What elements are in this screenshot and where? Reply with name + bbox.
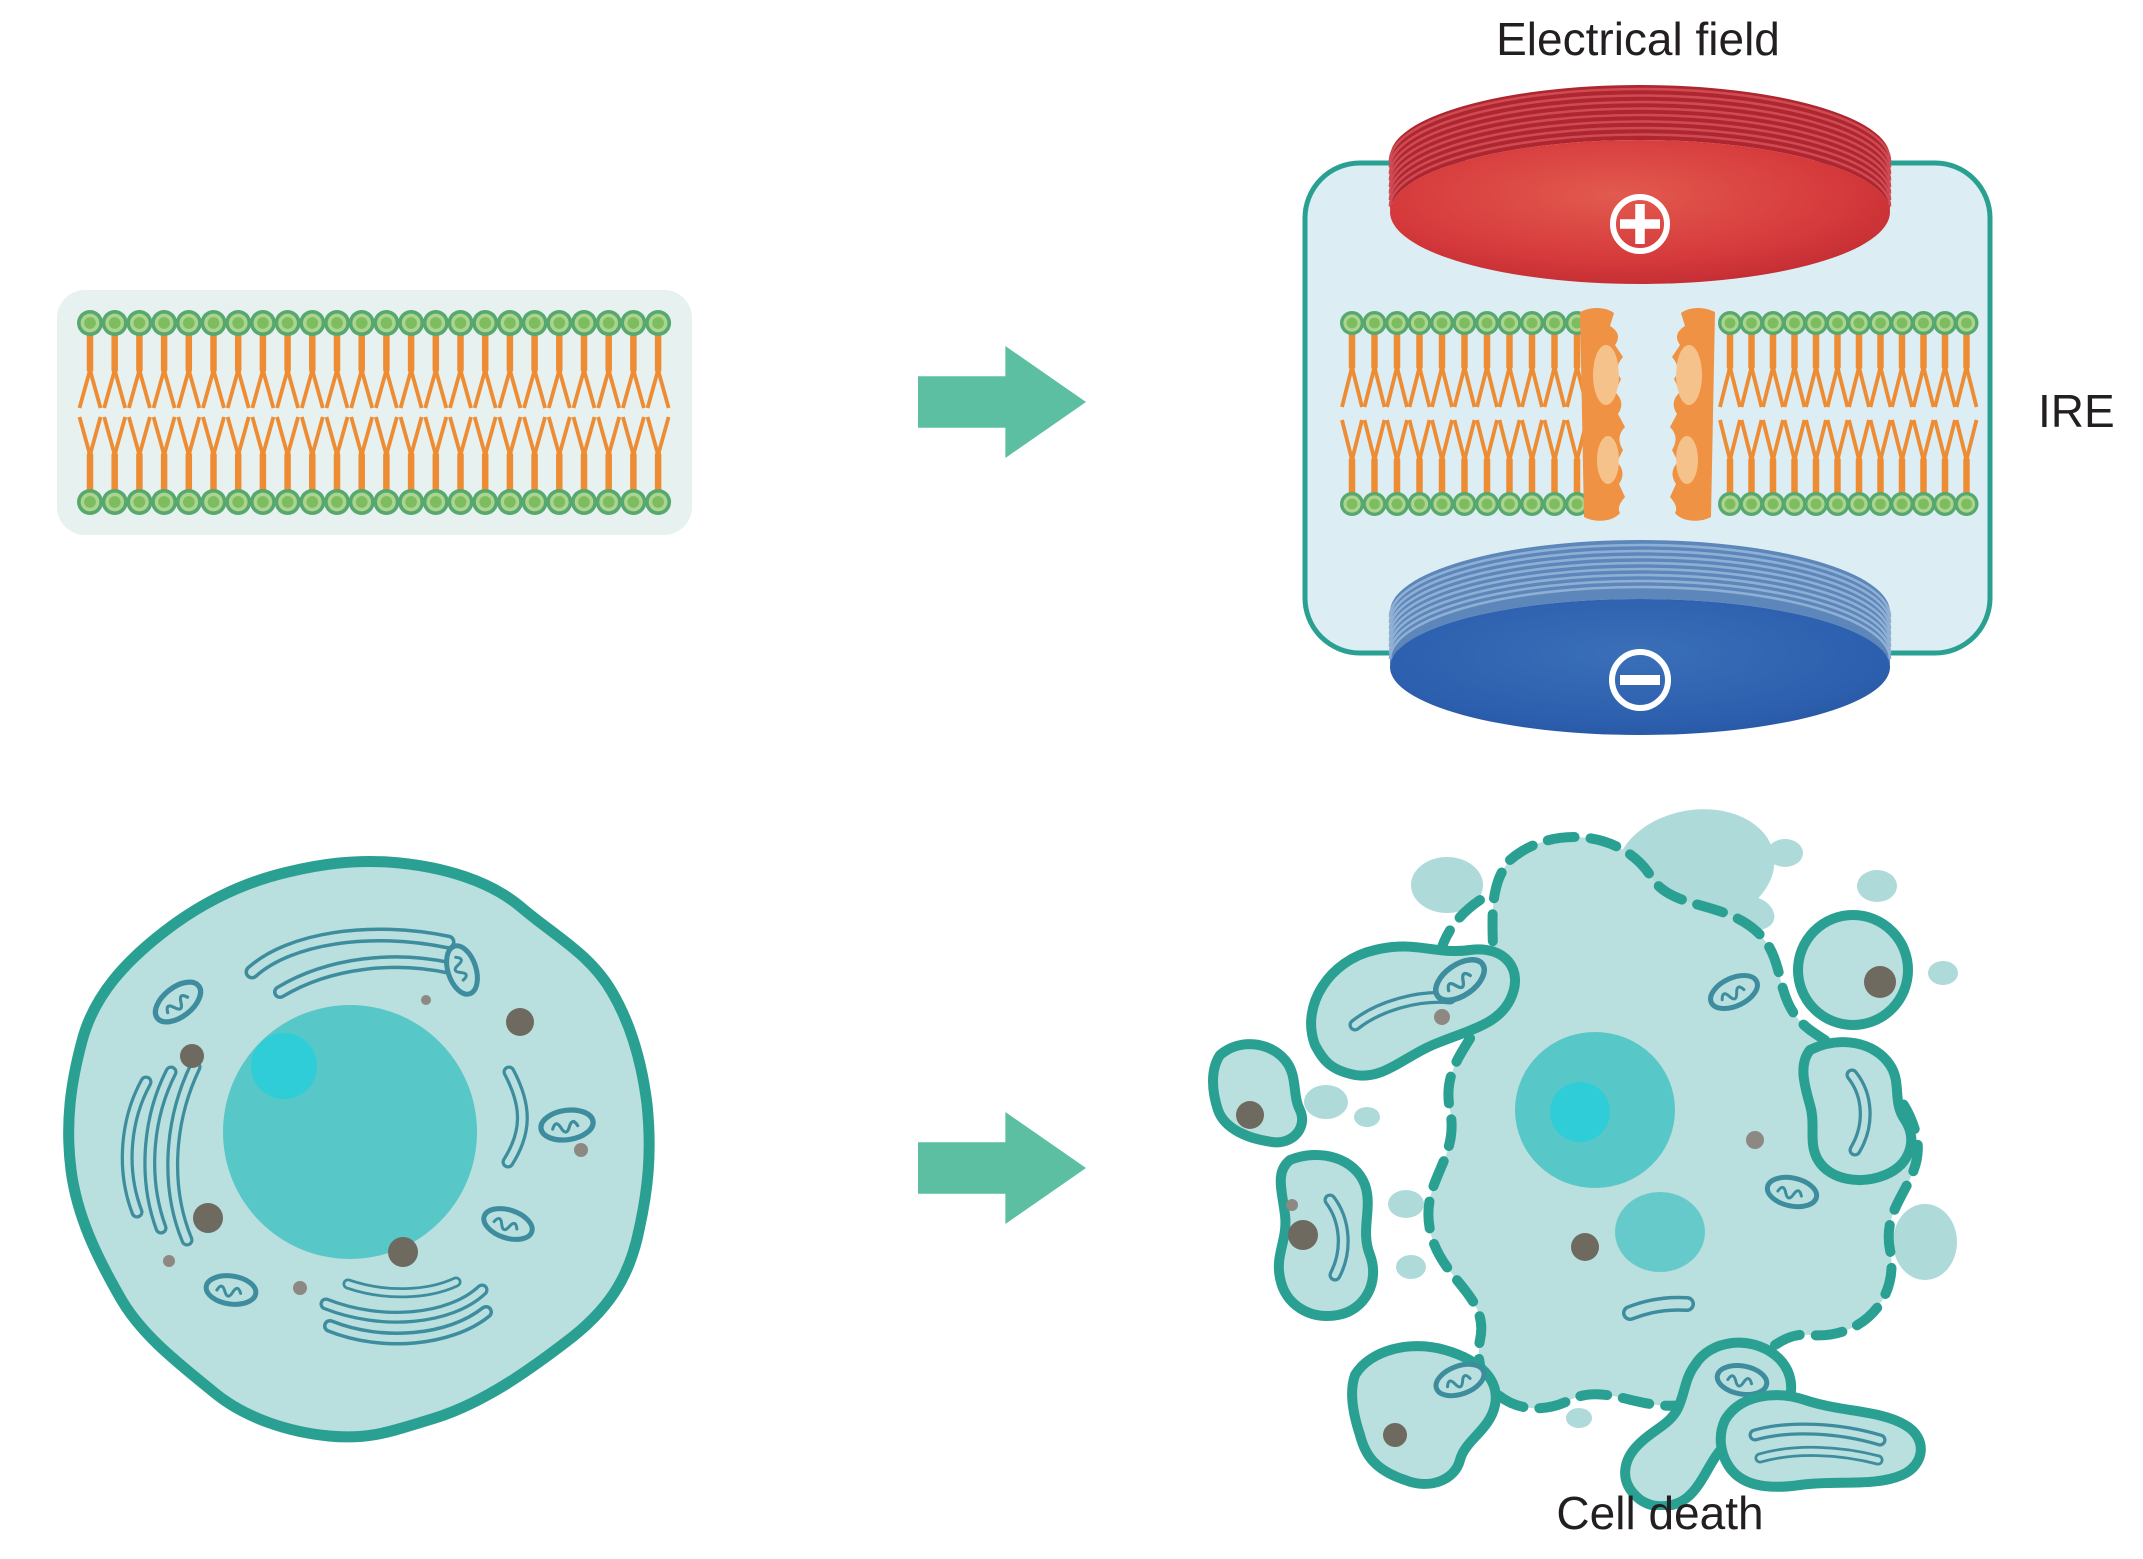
right-arrow-icon [918, 346, 1086, 458]
nucleolus [251, 1033, 317, 1099]
nucleolus [1550, 1082, 1610, 1142]
vesicle-dot [293, 1281, 307, 1295]
er-icon [120, 1060, 202, 1247]
healthy-cell-illustration [63, 855, 655, 1443]
cell-fragment [1306, 941, 1520, 1081]
nucleus-fragment [1615, 1192, 1705, 1272]
cell-fragment [1347, 1341, 1501, 1489]
lysosome-dot [180, 1044, 204, 1068]
cell-fragment [1793, 910, 1913, 1030]
er-icon [501, 1065, 529, 1169]
cell-fragment [1798, 1037, 1917, 1185]
er-icon [244, 927, 457, 999]
right-arrow-icon [918, 1112, 1086, 1224]
negative-electrode [1388, 540, 1892, 735]
lipid-row-bottom [77, 416, 672, 515]
lipid-row-top [77, 310, 672, 409]
plus-icon [1610, 194, 1670, 254]
electrode-ridges [1388, 87, 1892, 207]
porated-membrane [1340, 307, 1979, 521]
ire-chamber-illustration [1302, 85, 1993, 735]
lysosome-dot [1571, 1233, 1599, 1261]
intact-membrane-panel [57, 290, 692, 535]
cell-fragment [1715, 1390, 1926, 1492]
electrode-ridges [1388, 543, 1892, 660]
electrical-field-label: Electrical field [1496, 13, 1780, 65]
cell-fragment [1208, 1039, 1307, 1148]
positive-electrode [1388, 85, 1892, 284]
vesicle-dot [1746, 1131, 1764, 1149]
lysosome-dot [193, 1203, 223, 1233]
cell-fragment [1273, 1150, 1379, 1321]
minus-icon [1609, 649, 1671, 711]
er-icon [1622, 1295, 1695, 1321]
cell-death-label: Cell death [1556, 1487, 1764, 1539]
vesicle-dot [163, 1255, 175, 1267]
ire-label: IRE [2038, 385, 2115, 437]
lipid-bilayer-illustration [77, 310, 672, 515]
er-icon [319, 1276, 493, 1346]
vesicle-dot [421, 995, 431, 1005]
lysosome-dot [506, 1008, 534, 1036]
vesicle-dot [574, 1143, 588, 1157]
dead-cell-illustration [1208, 809, 1958, 1510]
cell-fragment [1620, 1337, 1797, 1510]
lysosome-dot [388, 1237, 418, 1267]
